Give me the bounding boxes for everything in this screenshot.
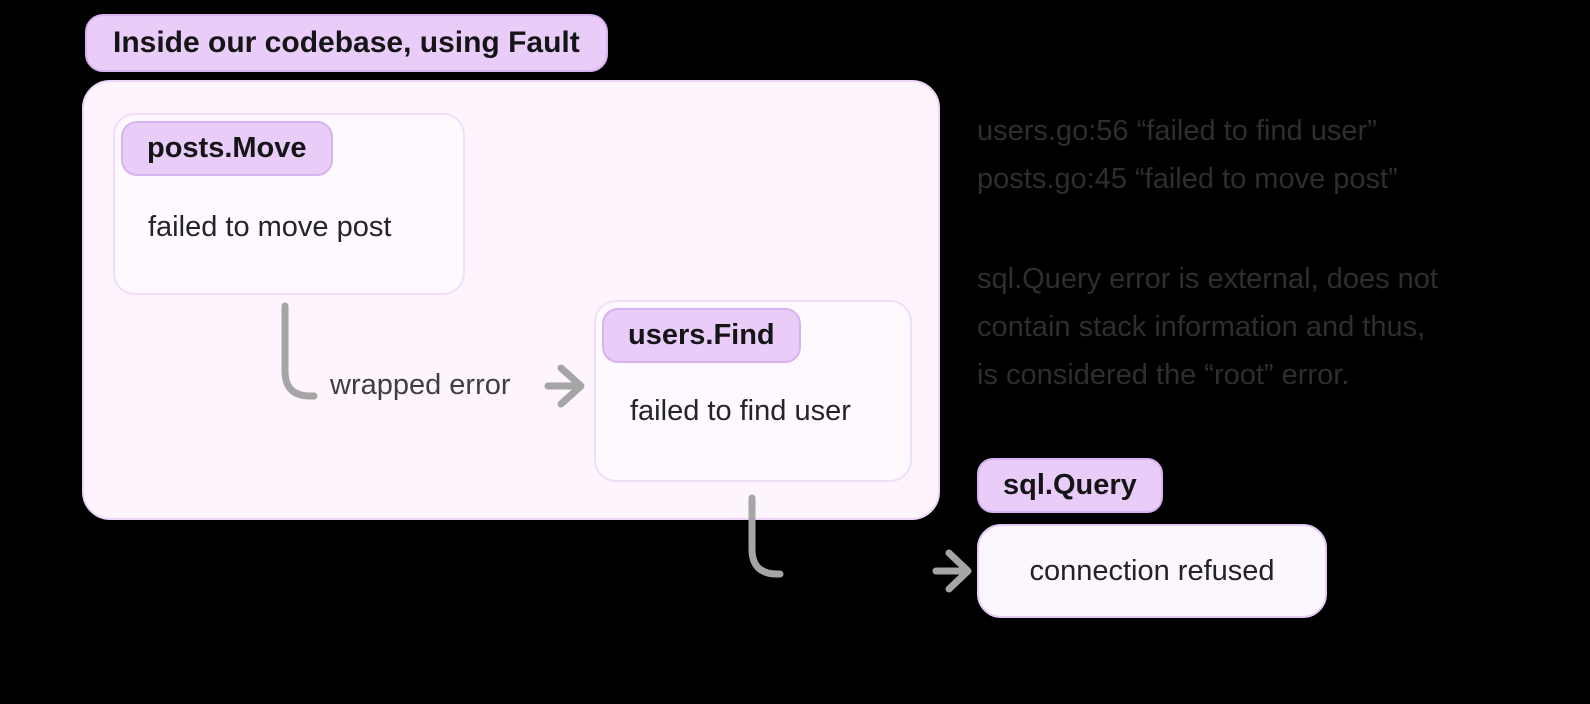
stack-trace-line: users.go:56 “failed to find user”: [977, 115, 1377, 147]
note-line: contain stack information and thus,: [977, 311, 1426, 343]
error-message-connection-refused: connection refused: [1029, 554, 1275, 587]
error-node-connection-refused: connection refused: [977, 524, 1327, 618]
error-message-posts-move: failed to move post: [148, 211, 392, 243]
function-badge-users-find: users.Find: [602, 308, 801, 363]
error-node-posts-move: posts.Move failed to move post: [113, 113, 465, 295]
function-badge-posts-move: posts.Move: [121, 121, 333, 176]
stack-trace-line: posts.go:45 “failed to move post”: [977, 163, 1398, 195]
annotation-text-block: users.go:56 “failed to find user” posts.…: [977, 107, 1438, 399]
arrow-right-icon-to-connection-refused: [932, 549, 972, 593]
edge-label-wrapped-error: wrapped error: [330, 369, 511, 401]
note-line: is considered the “root” error.: [977, 359, 1350, 391]
note-line: sql.Query error is external, does not: [977, 263, 1438, 295]
function-badge-sql-query: sql.Query: [977, 458, 1163, 513]
title-badge: Inside our codebase, using Fault: [85, 14, 608, 72]
error-node-users-find: users.Find failed to find user: [594, 300, 912, 482]
error-message-users-find: failed to find user: [630, 395, 851, 427]
